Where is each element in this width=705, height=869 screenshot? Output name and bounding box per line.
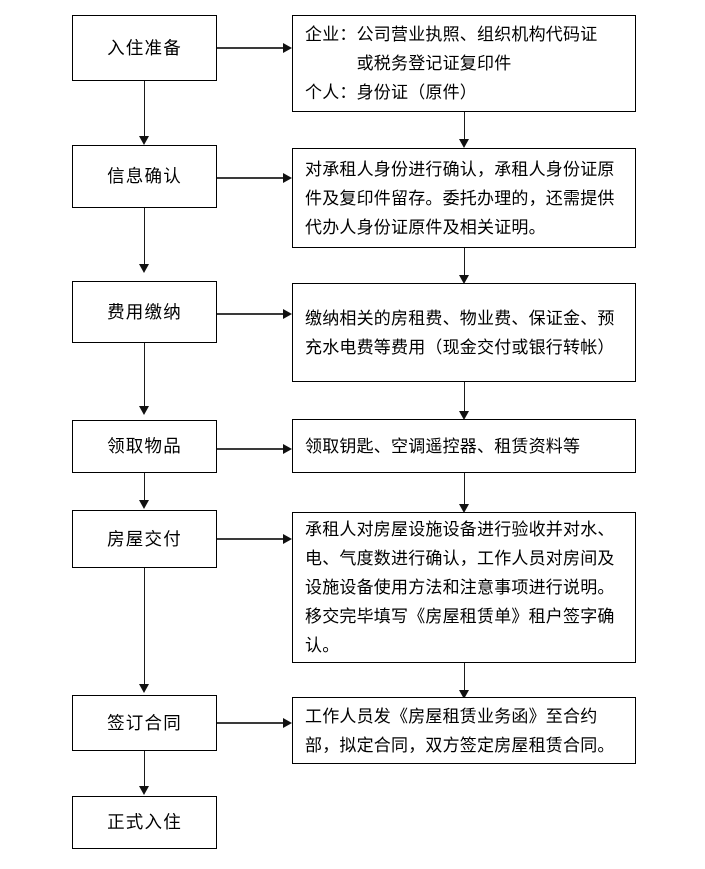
connector-left-1-2 — [143, 81, 146, 137]
arrow-down-left-1-2 — [138, 136, 149, 145]
step-label: 信息确认 — [107, 166, 182, 186]
connector-h-step-4 — [217, 448, 284, 450]
detail-node-feiyongjiaona[interactable]: 缴纳相关的房租费、物业费、保证金、预充水电费等费用（现金交付或银行转帐） — [292, 283, 636, 382]
connector-right-1-2 — [463, 112, 466, 141]
arrow-down-left-4-5 — [138, 500, 149, 509]
step-node-ruzhuzhunbei[interactable]: 入住准备 — [72, 15, 217, 81]
step-label: 入住准备 — [107, 37, 182, 58]
arrow-right-step-3 — [283, 308, 292, 319]
detail-text: 领取钥匙、空调遥控器、租赁资料等 — [305, 436, 581, 456]
detail-node-lingquwupin[interactable]: 领取钥匙、空调遥控器、租赁资料等 — [292, 419, 636, 473]
arrow-down-right-2-3 — [458, 275, 469, 284]
step-node-feiyongjiaona[interactable]: 费用缴纳 — [72, 281, 217, 343]
detail-node-qiandinghetong[interactable]: 工作人员发《房屋租赁业务函》至合约部，拟定合同，双方签定房屋租赁合同。 — [292, 697, 636, 764]
arrow-right-step-5 — [283, 533, 292, 544]
step-node-qiandinghetong[interactable]: 签订合同 — [72, 695, 217, 751]
detail-node-fangwujiaofu[interactable]: 承租人对房屋设施设备进行验收并对水、电、气度数进行确认，工作人员对房间及设施设备… — [292, 512, 636, 663]
connector-h-step-1 — [217, 47, 284, 49]
step-label: 房屋交付 — [107, 528, 182, 549]
step-label: 领取物品 — [107, 436, 182, 456]
detail-text: 承租人对房屋设施设备进行验收并对水、电、气度数进行确认，工作人员对房间及设施设备… — [305, 520, 615, 655]
arrow-right-step-6 — [283, 717, 292, 728]
arrow-down-left-3-4 — [138, 406, 149, 415]
connector-h-step-6 — [217, 722, 284, 724]
arrow-right-step-4 — [283, 443, 292, 454]
detail-text: 对承租人身份进行确认，承租人身份证原件及复印件留存。委托办理的，还需提供代办人身… — [305, 159, 615, 237]
step-label: 费用缴纳 — [107, 301, 182, 322]
connector-left-3-4 — [143, 343, 146, 407]
arrow-down-left-5-6 — [138, 684, 149, 693]
connector-h-step-5 — [217, 538, 284, 540]
connector-right-4-5 — [463, 473, 466, 506]
arrow-down-left-6-7 — [138, 786, 149, 795]
connector-left-2-3 — [143, 208, 146, 265]
step-node-fangwujiaofu[interactable]: 房屋交付 — [72, 510, 217, 568]
connector-left-4-5 — [143, 473, 146, 501]
connector-left-6-7 — [143, 751, 146, 787]
connector-left-5-6 — [143, 568, 146, 685]
detail-text: 工作人员发《房屋租赁业务函》至合约部，拟定合同，双方签定房屋租赁合同。 — [305, 706, 615, 755]
arrow-down-right-3-4 — [458, 411, 469, 420]
step-node-zhengshiruzhu[interactable]: 正式入住 — [72, 796, 217, 849]
arrow-down-left-2-3 — [138, 264, 149, 273]
step-label: 签订合同 — [107, 712, 182, 733]
arrow-down-right-1-2 — [458, 139, 469, 148]
step-node-xinxiqueren[interactable]: 信息确认 — [72, 145, 217, 208]
detail-text: 缴纳相关的房租费、物业费、保证金、预充水电费等费用（现金交付或银行转帐） — [305, 308, 615, 357]
step-node-lingquwupin[interactable]: 领取物品 — [72, 420, 217, 473]
detail-node-ruzhuzhunbei[interactable]: 企业：公司营业执照、组织机构代码证 或税务登记证复印件 个人：身份证（原件） — [292, 15, 636, 112]
connector-right-5-6 — [463, 663, 466, 691]
connector-h-step-2 — [217, 177, 284, 179]
detail-node-xinxiqueren[interactable]: 对承租人身份进行确认，承租人身份证原件及复印件留存。委托办理的，还需提供代办人身… — [292, 148, 636, 248]
step-label: 正式入住 — [107, 812, 182, 832]
arrow-right-step-2 — [283, 172, 292, 183]
detail-text: 企业：公司营业执照、组织机构代码证 或税务登记证复印件 个人：身份证（原件） — [305, 25, 598, 102]
connector-h-step-3 — [217, 313, 284, 315]
connector-right-2-3 — [463, 248, 466, 277]
connector-right-3-4 — [463, 382, 466, 413]
arrow-right-step-1 — [283, 42, 292, 53]
arrow-down-right-4-5 — [458, 504, 469, 513]
arrow-down-right-5-6 — [458, 690, 469, 699]
